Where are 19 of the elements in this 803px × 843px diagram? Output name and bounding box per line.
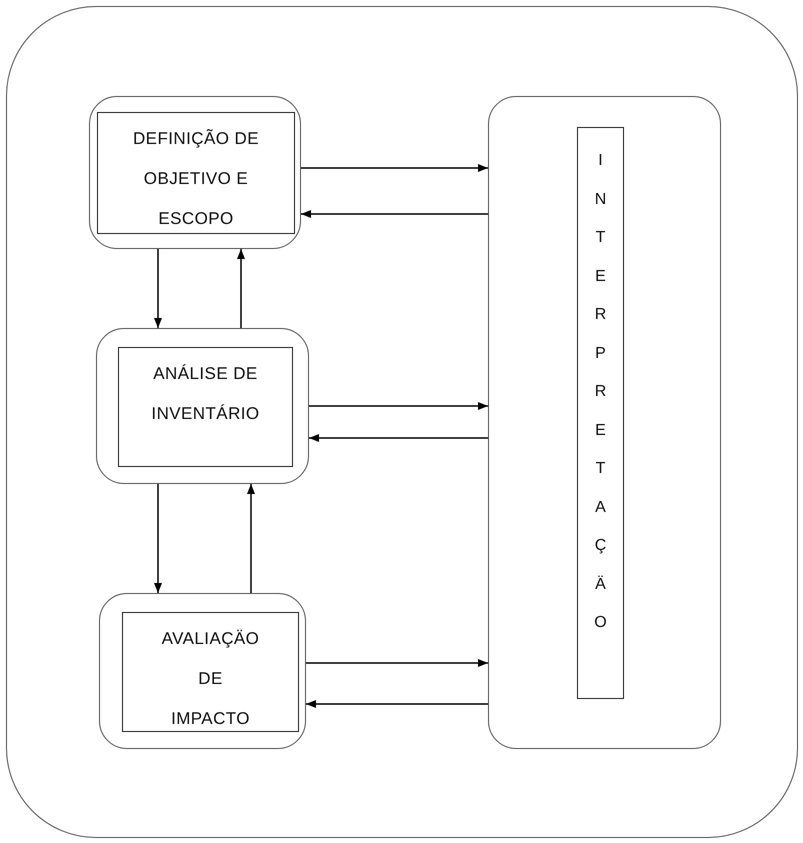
arrow	[247, 484, 255, 593]
arrow	[309, 434, 488, 442]
arrow	[154, 249, 162, 328]
box-label: DEFINIÇÃO DE OBJETIVO E ESCOPO	[132, 128, 260, 230]
arrow	[237, 249, 245, 328]
rounded-box	[96, 328, 309, 484]
arrow	[309, 402, 488, 410]
rounded-box	[488, 96, 721, 749]
rounded-box	[99, 593, 306, 749]
arrow	[306, 700, 488, 708]
box-label: AVALIAÇÄO DE IMPACTO	[160, 628, 260, 730]
arrow	[301, 210, 488, 218]
box-label: ANÁLISE DE INVENTÁRIO	[150, 363, 261, 425]
rounded-box	[89, 96, 301, 249]
vertical-label: INTERPRETAÇÄO	[594, 151, 607, 633]
arrow	[301, 164, 488, 172]
arrow	[306, 659, 488, 667]
arrow	[154, 484, 162, 593]
outer-frame	[6, 6, 798, 838]
